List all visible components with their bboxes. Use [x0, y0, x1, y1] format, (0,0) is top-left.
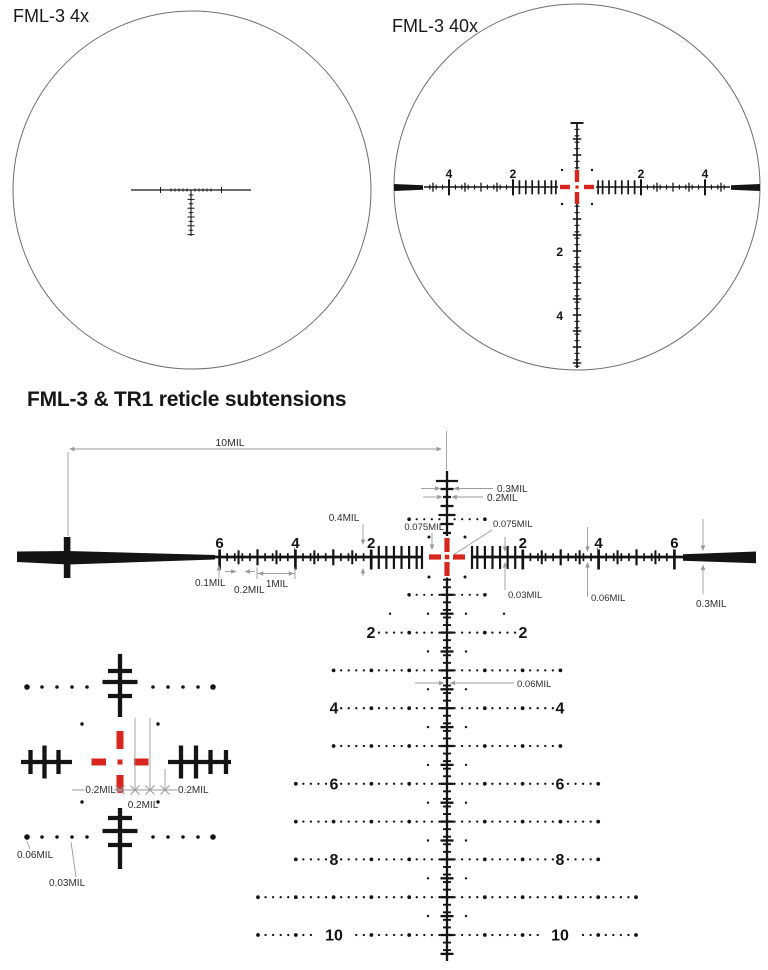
scale-number-left: 6	[215, 535, 223, 552]
tree-dot-rows: 2 2 4 4 6 6 8 8 10 10	[256, 612, 638, 946]
annotation-dim-10mil: 10MIL	[215, 437, 244, 449]
annotation-edge-tick: 0.1MIL	[195, 578, 226, 589]
inset-annotation-large-dot: 0.06MIL	[17, 850, 54, 861]
scope-4x-field-circle	[12, 10, 372, 370]
red-cross-40x	[560, 170, 594, 204]
center-annotations: 0.075MIL 0.075MIL 0.03MIL 0.06MIL	[404, 519, 625, 604]
scale-number-left: 2	[367, 535, 375, 552]
scale-number-left: 4	[291, 535, 300, 552]
scope-4x-label: FML-3 4x	[13, 6, 90, 26]
annotation-tree-line-thickness: 0.06MIL	[517, 679, 551, 690]
page-title: FML-3 & TR1 reticle subtensions	[27, 388, 347, 411]
inset-annotation-small-dot: 0.03MIL	[49, 878, 86, 889]
annotation-dot-diameter: 0.03MIL	[508, 590, 542, 601]
tree-number: 4	[556, 701, 565, 718]
inset-dimensions: 0.2MIL 0.2MIL 0.2MIL 0.06MIL 0.03MIL	[17, 718, 211, 889]
scale-number-right: 2	[519, 535, 527, 552]
center-detail-inset: 0.2MIL 0.2MIL 0.2MIL 0.06MIL 0.03MIL	[17, 654, 231, 889]
inset-annotation-gap: 0.2MIL	[128, 800, 159, 811]
annotation-gap-right: 0.075MIL	[493, 519, 533, 530]
scope-view-40x: 4 2 2 4 2 4	[393, 3, 761, 371]
red-cross-main	[429, 538, 465, 576]
scope-40x-scale-number: 4	[702, 167, 709, 181]
annotation-line-thickness: 0.06MIL	[591, 593, 625, 604]
inset-dots	[24, 684, 216, 840]
annotation-gap-left: 0.075MIL	[404, 522, 444, 533]
annotation-bar-thickness: 0.3MIL	[696, 599, 727, 610]
tree-number: 2	[519, 625, 528, 642]
scope-40x-scale-number: 2	[638, 167, 645, 181]
reticle-4x	[131, 187, 251, 236]
horizontal-scale: 6 4 2 2 4 6	[214, 534, 683, 570]
annotation-two-tick-height: 0.4MIL	[329, 513, 360, 524]
center-post	[436, 471, 458, 536]
tree-number: 10	[325, 928, 343, 945]
tree-number: 8	[556, 852, 565, 869]
dimension-10mil: 10MIL	[67, 431, 447, 536]
bdc-tree	[440, 577, 454, 961]
scale-number-right: 6	[670, 535, 678, 552]
tree-number: 6	[556, 776, 565, 793]
tree-number: 8	[330, 852, 339, 869]
tree-number: 6	[330, 776, 339, 793]
tree-annotations: 0.06MIL	[415, 679, 551, 690]
red-cross-inset	[91, 731, 149, 793]
annotation-mil-spacing: 1MIL	[266, 579, 289, 590]
annotation-post-small-tick: 0.2MIL	[487, 493, 518, 504]
scope-view-4x	[12, 10, 372, 370]
scope-40x-scale-number: 2	[510, 167, 517, 181]
right-annotations: 0.3MIL	[696, 519, 727, 610]
annotation-tick-spacing: 0.2MIL	[234, 585, 265, 596]
inset-annotation-left-dash: 0.2MIL	[85, 785, 116, 796]
tree-number: 10	[551, 928, 569, 945]
scope-40x-label: FML-3 40x	[392, 16, 479, 36]
scope-40x-drop-number: 4	[556, 309, 563, 323]
scope-40x-scale-number: 4	[446, 167, 453, 181]
center-dot-rows	[407, 517, 487, 597]
inset-annotation-right-dash: 0.2MIL	[178, 785, 209, 796]
annotation-post-wide-tick: 0.3MIL	[497, 484, 528, 495]
tree-number: 2	[367, 625, 376, 642]
scope-40x-drop-number: 2	[556, 245, 563, 259]
tree-number: 4	[330, 701, 339, 718]
scale-number-right: 4	[594, 535, 603, 552]
